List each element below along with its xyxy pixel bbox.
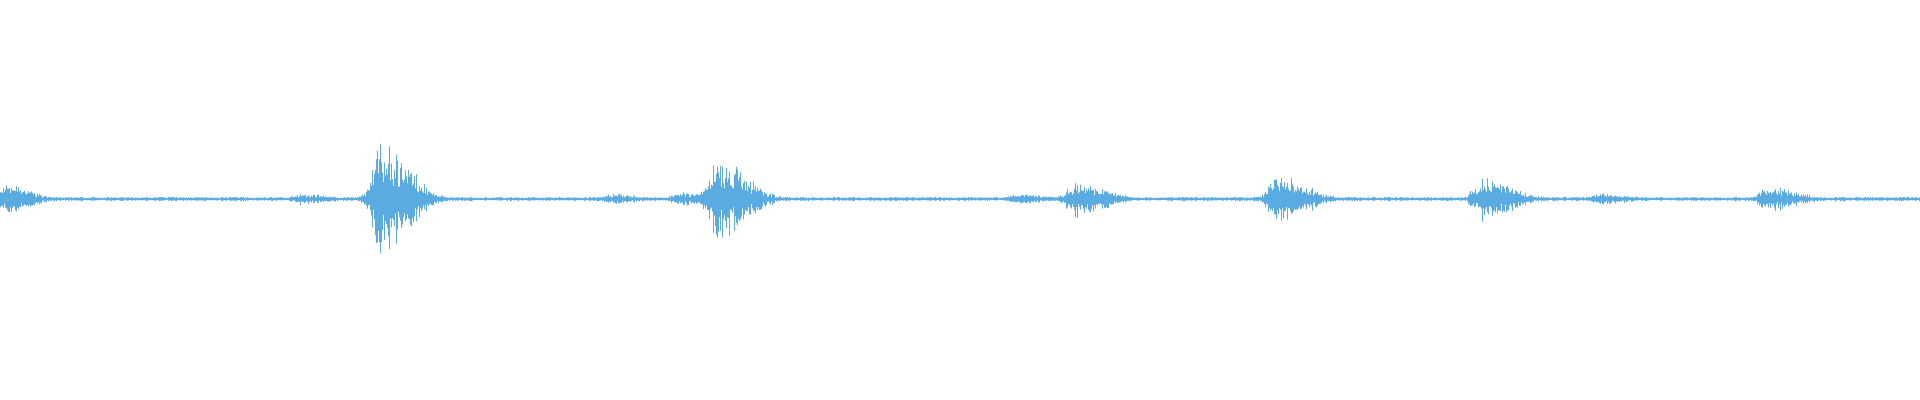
waveform-bars <box>0 143 1920 254</box>
